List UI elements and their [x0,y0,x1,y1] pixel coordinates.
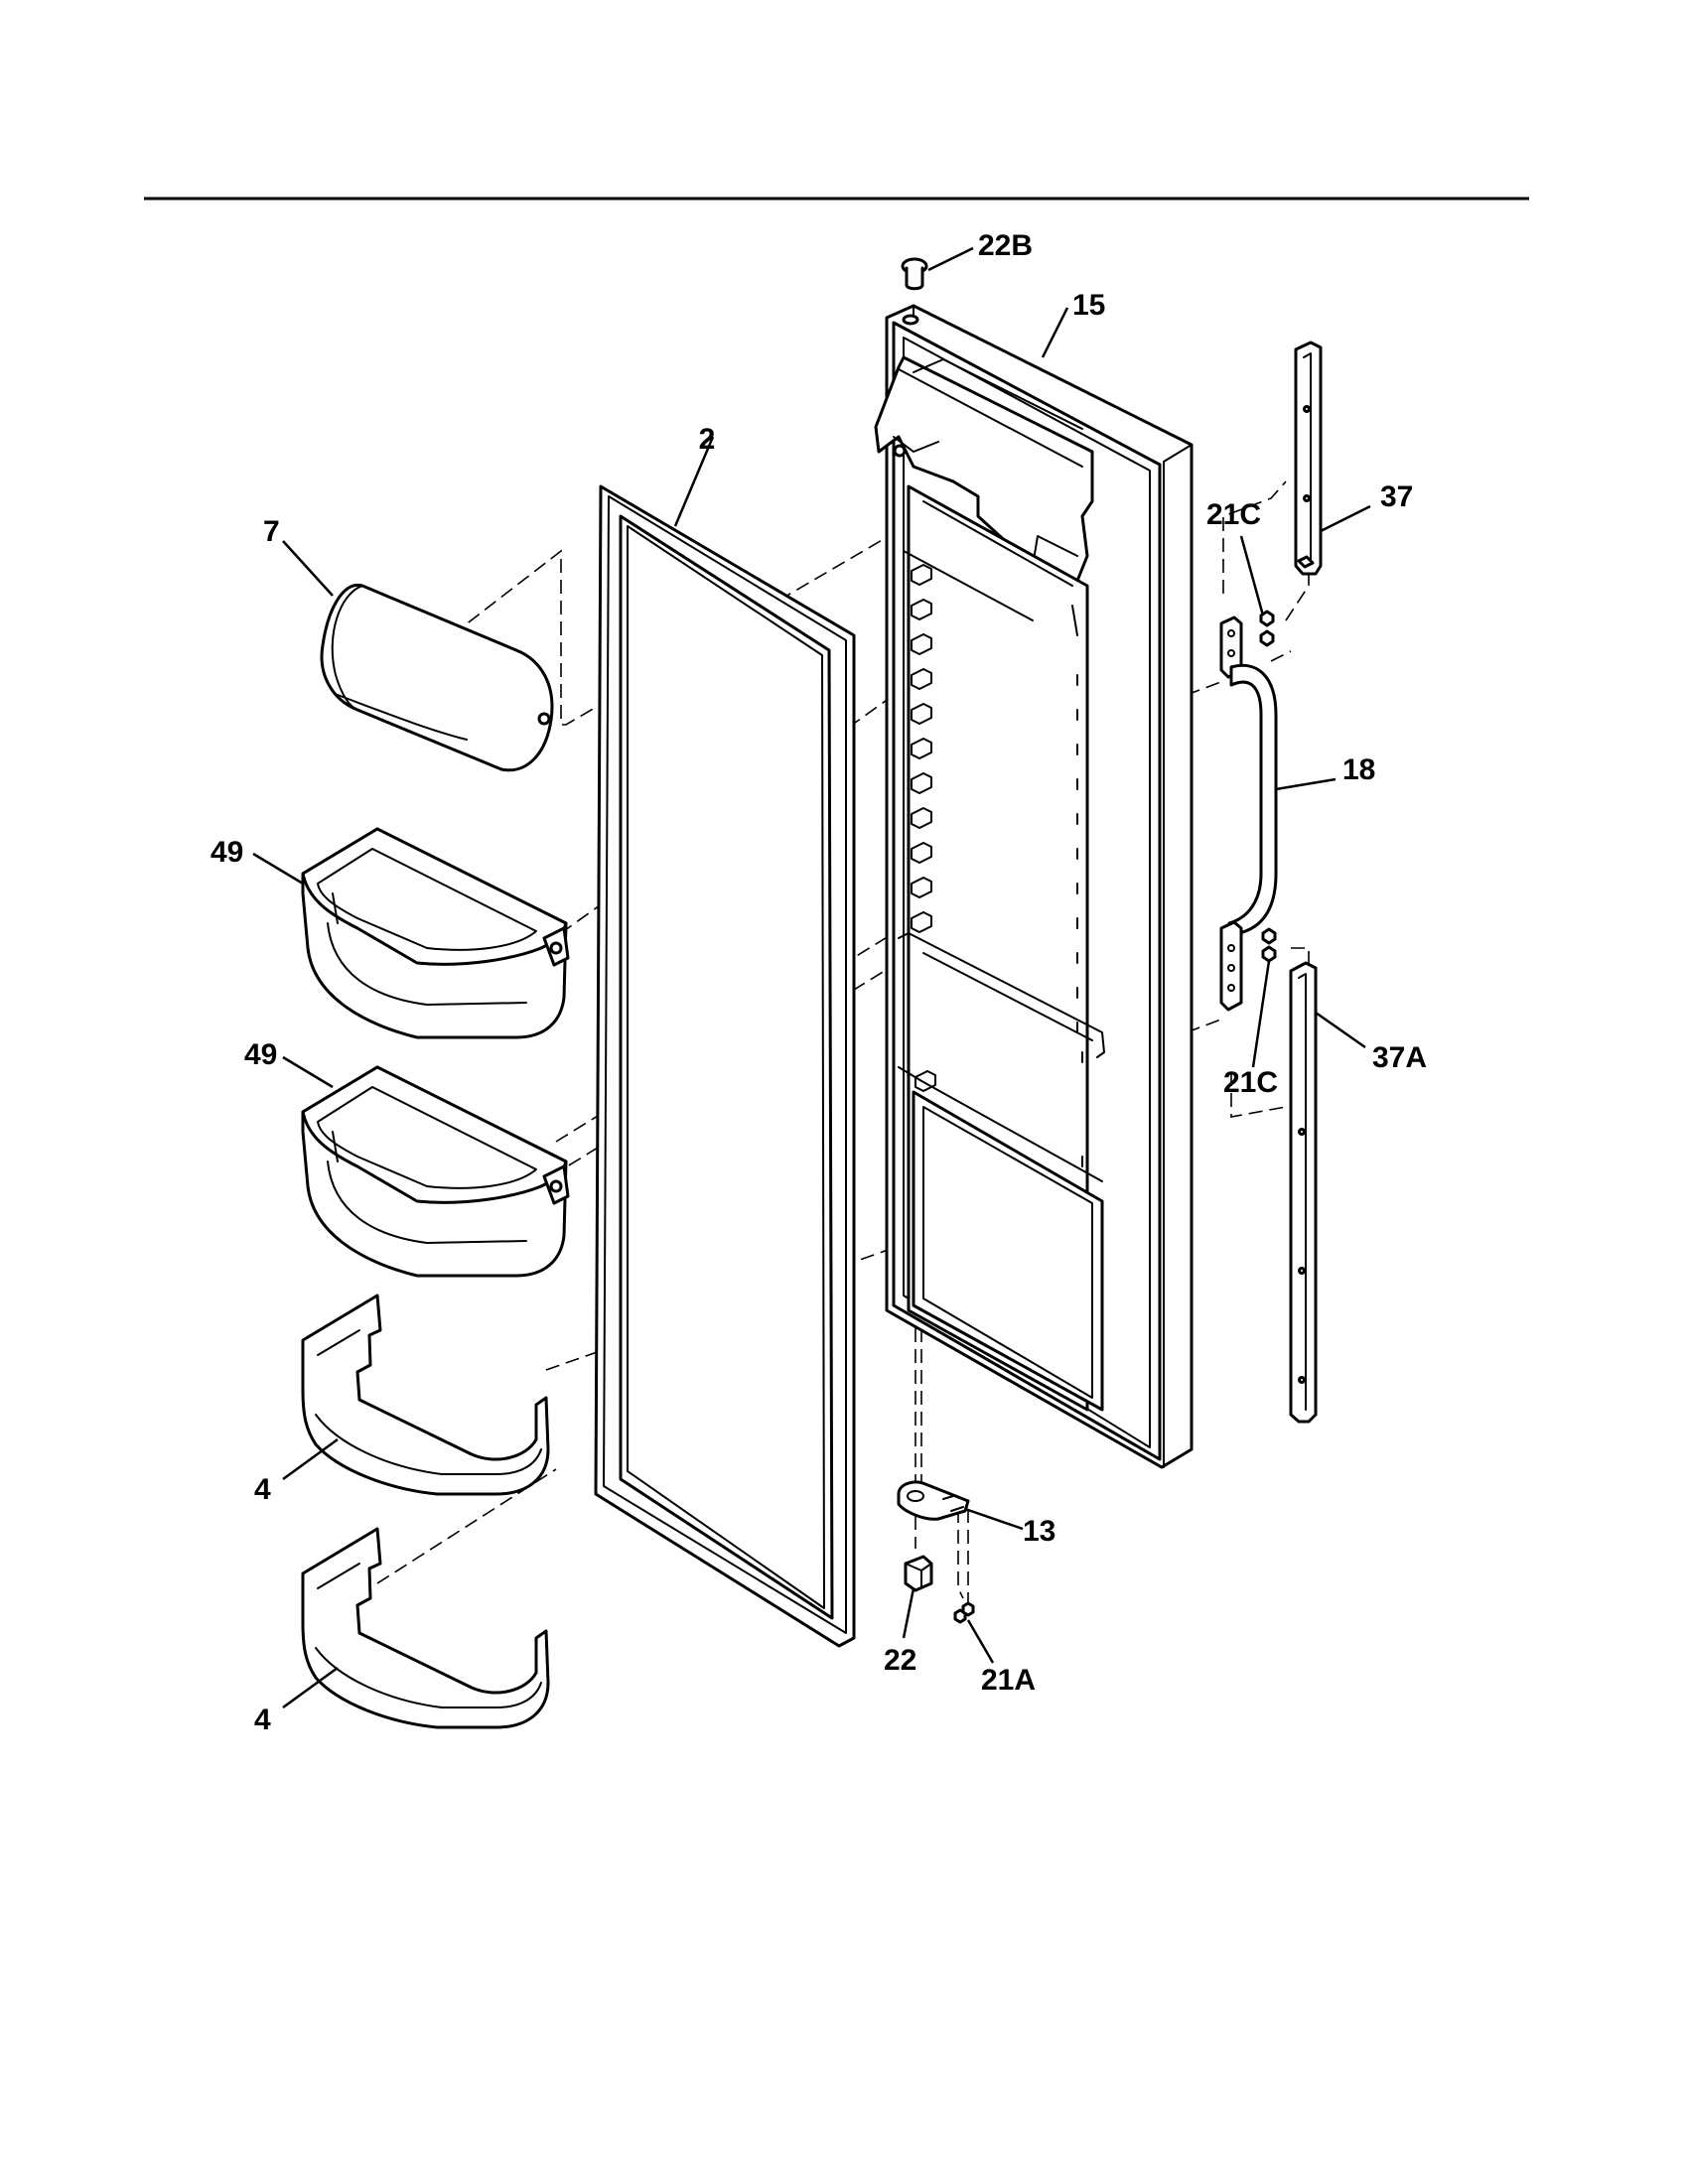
callout-18: 18 [1342,753,1375,786]
part-37A-lower-handle-trim [1289,961,1318,1424]
callout-37: 37 [1380,480,1413,513]
part-7-dairy-cover [320,584,554,772]
part-13-bottom-hinge [897,1480,970,1521]
callout-4-lower: 4 [254,1704,271,1736]
callout-21A: 21A [981,1664,1036,1697]
part-21A-hinge-screws [953,1601,975,1624]
part-21C-lower-screws [1261,927,1277,963]
callout-2: 2 [699,423,716,456]
part-22-lower-bushing [904,1555,933,1592]
part-49-upper-door-bin [301,827,570,1039]
part-2-door-gasket [594,484,856,1648]
leader-lines [252,246,1371,1709]
part-18-door-handle [1219,615,1278,1012]
callout-labels: 22B 15 2 7 37 21C 18 49 49 21C 37A 4 4 1… [211,229,1427,1736]
callout-22B: 22B [978,229,1033,262]
callout-49-upper: 49 [211,836,243,869]
part-22B-hinge-bushing [901,257,928,291]
callout-22: 22 [884,1644,916,1677]
part-15-door-assembly [874,304,1194,1469]
part-4-lower-door-shelf [301,1527,550,1729]
callout-21C-top: 21C [1206,498,1261,531]
part-4-upper-door-shelf [301,1294,550,1496]
callout-49-lower: 49 [244,1038,277,1071]
callout-4-upper: 4 [254,1473,271,1506]
callout-21C-bottom: 21C [1223,1066,1278,1099]
part-21C-upper-screws [1259,610,1275,647]
callout-13: 13 [1023,1515,1055,1548]
callout-15: 15 [1072,289,1105,322]
part-49-lower-door-bin [301,1065,570,1278]
callout-37A: 37A [1372,1041,1427,1074]
part-37-upper-handle-trim [1294,341,1323,576]
callout-7: 7 [263,515,280,548]
